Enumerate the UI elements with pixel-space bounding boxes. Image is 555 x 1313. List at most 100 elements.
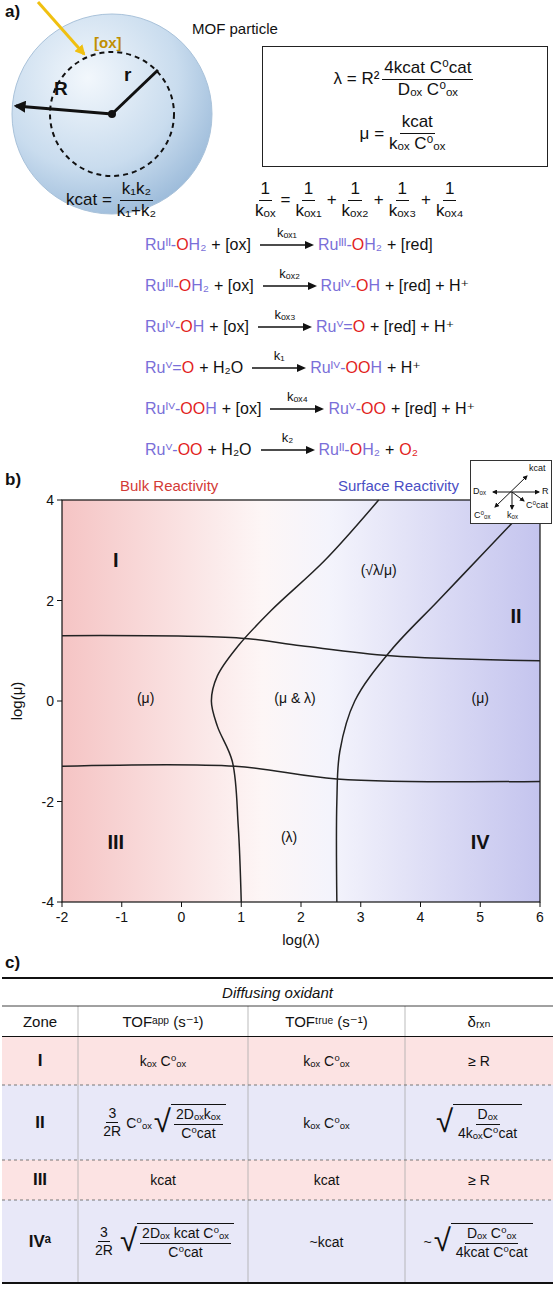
oxygen-atom: O₂ — [399, 440, 418, 460]
tick-mark — [57, 600, 62, 601]
zone-dependence: (λ) — [281, 829, 297, 845]
fraction: k₁k₂k₁+k₂ — [115, 180, 158, 220]
table-column-rule — [78, 1006, 79, 1283]
ruthenium-species: H — [205, 399, 217, 419]
rate-constant: kₒₓ₁ — [277, 226, 297, 240]
center-dot — [108, 110, 116, 118]
denominator: 2R — [101, 1123, 123, 1139]
radicand: Dₒₓ4kₒₓC⁰cat — [453, 1104, 522, 1141]
square-root: √Dₒₓ4kₒₓC⁰cat — [436, 1104, 522, 1141]
formula-text: + — [374, 190, 384, 210]
square-root: √2Dₒₓ kcat C⁰ₒₓC⁰cat — [120, 1223, 234, 1260]
ruthenium-species: Ruⱽ- — [145, 440, 178, 460]
tick-mark — [540, 902, 541, 907]
ruthenium-species: H — [368, 276, 380, 296]
formula-text: Zone — [23, 1013, 57, 1030]
table-rule — [2, 1006, 553, 1007]
radius-label: R — [54, 78, 68, 100]
numerator: Dₒₓ C⁰ₒₓ — [465, 1226, 518, 1243]
arrowhead — [315, 405, 324, 413]
zone-cell: III — [2, 1160, 78, 1200]
radius-r-line — [112, 70, 158, 114]
rate-constant: kₒₓ₂ — [279, 267, 300, 281]
numerator: 2Dₒₓkₒₓ — [174, 1107, 223, 1124]
table-row-band — [2, 1085, 553, 1160]
ruthenium-species: H₂ — [362, 440, 380, 460]
ruthenium-species: H — [193, 317, 205, 337]
oxygen-atom: OO — [178, 440, 203, 460]
formula-text: ≥ R — [468, 1053, 490, 1069]
zone-number: I — [113, 549, 119, 572]
ruthenium-species: Ruᴵᴵ- — [319, 440, 350, 460]
square-root: √Dₒₓ C⁰ₒₓ4kcat C⁰cat — [434, 1223, 533, 1260]
axis-tick-label: -1 — [116, 909, 128, 925]
axis-tick-label: 4 — [0, 491, 54, 509]
reaction-equation: Ruᴵᴵ-OH₂+ [ox]kₒₓ₁Ruᴵᴵᴵ-OH₂+ [red] — [145, 226, 438, 255]
trend-inset: DₒₓkcatRC⁰catC⁰ₒₓkₒₓ — [470, 460, 552, 524]
formula-cell: kcat — [78, 1160, 248, 1200]
formula-text: δᵣₓₙ — [468, 1013, 491, 1031]
fraction: 1kₒₓ — [253, 180, 278, 220]
denominator: Dₒₓ C⁰ₒₓ — [396, 80, 460, 100]
ruthenium-species: Ruⱽ= — [316, 317, 353, 337]
radius-R-arrow — [16, 106, 112, 114]
reaction-term: + [ox] — [222, 399, 262, 419]
formula-text: kcat = — [66, 190, 112, 210]
axis-title: log(λ) — [282, 931, 320, 948]
table-caption: Diffusing oxidant — [2, 979, 553, 1006]
table-header: Zone — [2, 1007, 78, 1036]
fraction: 2Dₒₓ kcat C⁰ₒₓC⁰cat — [140, 1226, 231, 1260]
arrowhead — [308, 282, 317, 290]
table-row-band — [2, 1037, 553, 1085]
arrow-symbol — [252, 363, 306, 373]
trend-arrow — [512, 492, 524, 501]
arrow-shaft — [258, 326, 305, 327]
inner-shell — [50, 52, 174, 176]
rate-constant: k₂ — [282, 431, 294, 445]
tick-mark — [121, 902, 122, 907]
parameter-label: Dₒₓ — [473, 486, 486, 497]
denominator: 2R — [93, 1242, 115, 1258]
region-title: Surface Reactivity — [338, 477, 459, 494]
denominator: kₒₓ — [253, 201, 278, 221]
table-row-band — [2, 1160, 553, 1200]
arrow-symbol — [270, 404, 324, 414]
numerator: 1 — [443, 180, 456, 201]
formula-cell: √Dₒₓ4kₒₓC⁰cat — [405, 1085, 553, 1160]
oxygen-atom: O — [179, 276, 191, 296]
rate-constant: kₒₓ₄ — [287, 390, 308, 404]
formula-cell: kₒₓ C⁰ₒₓ — [78, 1037, 248, 1085]
zone-number: III — [107, 830, 124, 853]
trend-arrow — [495, 476, 527, 507]
formula-text: ≥ R — [468, 1172, 490, 1188]
fraction: Dₒₓ C⁰ₒₓ4kcat C⁰cat — [454, 1226, 530, 1260]
arrow-symbol — [263, 281, 317, 291]
formula-text: kₒₓ C⁰ₒₓ — [303, 1115, 349, 1131]
table-row-band — [2, 1200, 553, 1283]
formula-cell: ≥ R — [405, 1160, 553, 1200]
root-sign: √ — [434, 1223, 451, 1260]
table-header: δᵣₓₙ — [405, 1007, 553, 1036]
axis-tick-label: 0 — [178, 909, 186, 925]
root-sign: √ — [436, 1104, 453, 1141]
formula-text: IVᵃ — [29, 1232, 51, 1252]
formula-row: μ =kcatkₒₓ C⁰ₒₓ — [360, 113, 451, 153]
trend-arrow — [493, 492, 539, 493]
reaction-arrow: k₁ — [252, 349, 306, 378]
formula-text: TOFᵗʳᵘᵉ (s⁻¹) — [285, 1013, 368, 1031]
table-header: TOFᵃᵖᵖ (s⁻¹) — [78, 1007, 248, 1036]
rate-constant: k₁ — [274, 349, 285, 363]
axis-title: log(μ) — [8, 682, 25, 721]
table-rule — [2, 1282, 553, 1284]
tick-mark — [241, 902, 242, 907]
formula-cell: kₒₓ C⁰ₒₓ — [248, 1085, 405, 1160]
formula-text: III — [33, 1170, 47, 1190]
mof-particle: MOF particle[ox]Rr — [10, 12, 214, 216]
formula-text: Diffusing oxidant — [222, 984, 333, 1001]
arrow-shaft — [263, 285, 310, 286]
axis-tick-label: 6 — [536, 909, 544, 925]
reaction-term: + — [385, 440, 394, 460]
reaction-arrow: kₒₓ₁ — [260, 226, 314, 255]
reaction-term: + H₂O — [208, 440, 252, 460]
